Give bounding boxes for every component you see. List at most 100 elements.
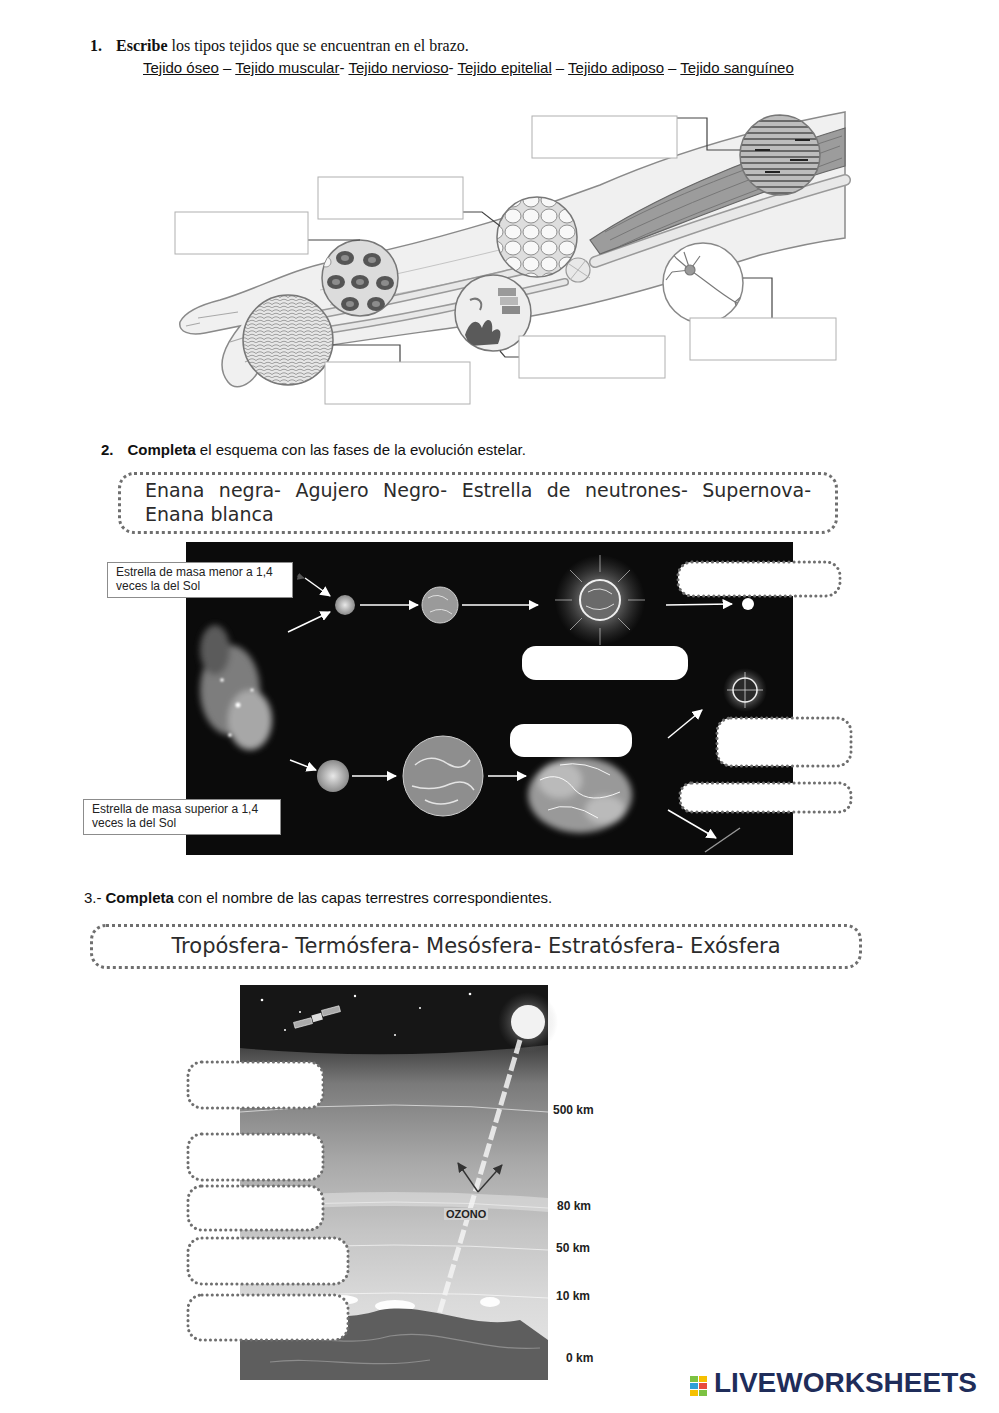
- blood-tissue-circle: [372, 301, 380, 307]
- adipose-tissue-circle: [497, 197, 577, 277]
- atmosphere-picture: [458, 1163, 478, 1192]
- stellar-evolution-picture: [488, 775, 526, 777]
- star-mass-text: Estrella de masa superior a 1,4 veces la…: [92, 802, 272, 831]
- instruction-text: con el nombre de las capas terrestres co…: [178, 889, 552, 906]
- answer-box: [188, 1134, 323, 1180]
- stellar-evolution-picture: [666, 604, 732, 605]
- stellar-evolution-picture: [305, 578, 330, 596]
- answer-box: [510, 724, 632, 757]
- atmosphere-picture: [261, 999, 264, 1002]
- answer-box: [188, 1062, 348, 1340]
- blood-tissue-circle: [363, 253, 381, 267]
- answer-box: [325, 362, 470, 404]
- blood-tissue-circle: [351, 275, 369, 289]
- arm-drawing: [566, 258, 590, 282]
- logo-icon: [690, 1383, 698, 1389]
- atmosphere-picture: [394, 1034, 396, 1036]
- atmosphere-picture: [458, 1163, 502, 1192]
- instruction-text: el esquema con las fases de la evolución…: [200, 441, 526, 458]
- stellar-evolution-picture: [228, 690, 272, 750]
- instruction-text: los tipos tejidos que se encuentran en e…: [172, 37, 469, 55]
- logo-icon: [699, 1390, 707, 1396]
- nerve-tissue-circle: [666, 250, 744, 312]
- logo-icon: [690, 1376, 707, 1396]
- answer-box: [175, 212, 308, 254]
- blood-tissue-circle: [341, 255, 349, 261]
- muscle-tissue-circle: [755, 140, 810, 172]
- stellar-evolution-picture: [540, 764, 620, 818]
- text-line: Tejido óseo–Tejido muscular-Tejido nervi…: [143, 59, 794, 76]
- blood-tissue-circle: [332, 279, 340, 285]
- satellite-icon: [294, 1018, 313, 1028]
- blood-tissue-circle: [381, 280, 389, 286]
- stellar-evolution-picture: [742, 598, 754, 610]
- blood-tissue-circle: [367, 297, 385, 311]
- question-number: 1.: [90, 37, 102, 55]
- stellar-evolution-picture: [250, 688, 253, 691]
- atmosphere-picture: [299, 1011, 301, 1013]
- logo-icon: [690, 1376, 698, 1382]
- stellar-evolution-picture: [317, 760, 349, 792]
- satellite-icon: [311, 1013, 322, 1022]
- stellar-evolution-picture: [668, 810, 716, 838]
- logo-icon: [699, 1383, 707, 1389]
- word-bank-item: Tejido adiposo: [568, 59, 664, 76]
- word-bank-item: Tejido óseo: [143, 59, 219, 76]
- nerve-tissue-circle: [663, 243, 744, 323]
- stellar-evolution-picture: [288, 578, 732, 838]
- blood-tissue-circle: [321, 257, 331, 267]
- answer-box: [532, 116, 677, 158]
- atmosphere-picture: [478, 1165, 502, 1192]
- stellar-evolution-picture: [555, 555, 645, 645]
- blood-tissue-circle: [321, 240, 398, 316]
- answer-box: [188, 1186, 323, 1230]
- answer-box: [690, 318, 836, 360]
- pointer-arrow: [297, 576, 304, 578]
- stellar-evolution-picture: [290, 760, 316, 770]
- leader-line: [500, 351, 519, 357]
- atmosphere-picture: [354, 995, 356, 997]
- nerve-tissue-circle: [685, 265, 695, 275]
- bone-tissue-circle: [502, 306, 520, 314]
- leader-line: [463, 212, 500, 226]
- word-bank-item: Tejido nervioso: [348, 59, 448, 76]
- ozone-label: OZONO: [444, 1208, 488, 1220]
- logo-icon: [699, 1376, 707, 1382]
- altitude-label: 0 km: [566, 1351, 593, 1365]
- leader-line: [743, 278, 772, 318]
- satellite-icon: [294, 1006, 341, 1028]
- answer-box: [522, 646, 688, 680]
- blood-tissue-circle: [346, 301, 354, 307]
- pointer-arrow: [297, 576, 304, 578]
- atmosphere-picture: [261, 993, 472, 1036]
- stellar-evolution-picture: [538, 762, 582, 798]
- atmosphere-picture: [511, 1005, 545, 1039]
- question-number: 2.: [101, 441, 114, 458]
- altitude-label: 500 km: [553, 1103, 594, 1117]
- star-mass-box: Estrella de masa superior a 1,4 veces la…: [83, 799, 281, 835]
- muscle-tissue-circle: [740, 115, 820, 195]
- watermark: LIVEWORKSHEETS: [714, 1367, 977, 1399]
- nerve-tissue-circle: [663, 243, 743, 323]
- blood-tissue-circle: [368, 257, 376, 263]
- separator: –: [223, 59, 231, 76]
- blood-tissue-circle: [322, 240, 398, 316]
- altitude-label: 50 km: [556, 1241, 590, 1255]
- stellar-evolution-picture: [360, 604, 418, 606]
- instruction-verb: Completa: [106, 889, 174, 906]
- satellite-icon: [322, 1006, 341, 1016]
- answer-box: [188, 1295, 348, 1340]
- blood-tissue-circle: [376, 276, 394, 290]
- star-mass-box: Estrella de masa menor a 1,4 veces la de…: [107, 562, 293, 598]
- stellar-evolution-picture: [668, 710, 702, 738]
- stellar-evolution-picture: [403, 736, 483, 816]
- stellar-evolution-picture: [220, 678, 224, 682]
- stellar-evolution-picture: [352, 775, 396, 777]
- instruction-verb: Escribe: [116, 37, 168, 55]
- word-bank-text: Enana negra- Agujero Negro- Estrella de …: [145, 478, 811, 527]
- bone-tissue-circle: [465, 288, 520, 346]
- word-bank-box: Enana negra- Agujero Negro- Estrella de …: [118, 472, 838, 534]
